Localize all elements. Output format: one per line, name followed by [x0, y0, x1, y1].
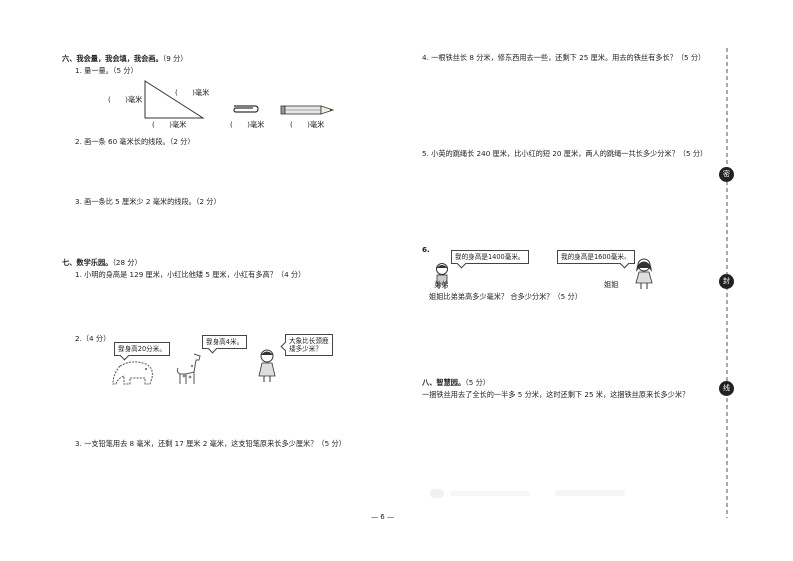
section-6-title-text: 六、我会量，我会填，我会画。	[62, 54, 163, 63]
pencil-blank: ( )毫米	[290, 120, 325, 129]
question-6-1: 1. 量一量。（5 分）	[75, 66, 138, 75]
question-7-3: 3. 一支铅笔用去 8 毫米，还剩 17 厘米 2 毫米，这支铅笔原来长多少厘米…	[75, 439, 346, 448]
sister-name: 姐姐	[604, 280, 619, 289]
girl-bubble-line1: 大象比长颈鹿	[289, 337, 329, 345]
girl-icon	[258, 349, 276, 382]
question-6-question: 姐姐比弟弟高多少毫米？ 合多少分米？（5 分）	[429, 292, 582, 301]
paper-clip-icon	[233, 105, 259, 113]
margin-circle-3-text: 线	[723, 384, 730, 392]
girl-speech-bubble: 大象比长颈鹿 矮多少米？	[285, 334, 333, 357]
seal-line	[726, 48, 728, 518]
margin-circle-3: 线	[719, 381, 734, 396]
giraffe-icon	[176, 353, 201, 384]
page-number: — 6 —	[371, 513, 394, 521]
question-5: 5. 小英的跳绳长 240 厘米，比小红的短 20 厘米，两人的跳绳一共长多少分…	[422, 149, 708, 158]
margin-circle-2: 封	[719, 274, 734, 289]
question-4: 4. 一根铁丝长 8 分米，修东西用去一些，还剩下 25 厘米。用去的铁丝有多长…	[422, 53, 706, 62]
section-7-score: （28 分）	[112, 258, 142, 267]
margin-circle-1: 密	[719, 167, 734, 182]
faint-watermark	[430, 489, 625, 498]
triangle-hyp-blank: ( )毫米	[175, 88, 210, 97]
question-6-3: 3. 画一条比 5 厘米少 2 毫米的线段。（2 分）	[75, 197, 221, 206]
elephant-speech-bubble: 我身高20分米。	[114, 342, 170, 357]
triangle-bottom-blank: ( )毫米	[152, 120, 187, 129]
question-7-2-label: 2.（4 分）	[75, 334, 111, 343]
section-8-title-text: 八、智慧园。	[422, 378, 466, 387]
section-7-title: 七、数学乐园。（28 分）	[62, 259, 142, 266]
question-6-label: 6.	[422, 245, 430, 254]
clip-blank: ( )毫米	[230, 120, 265, 129]
question-6-2: 2. 画一条 60 毫米长的线段。（2 分）	[75, 137, 195, 146]
girl-bubble-line2: 矮多少米？	[289, 345, 322, 354]
question-7-1: 1. 小明的身高是 129 厘米，小红比他矮 5 厘米，小红有多高？（4 分）	[75, 270, 306, 279]
brother-icon	[436, 263, 448, 289]
margin-circle-2-text: 封	[723, 277, 730, 285]
pencil-icon	[280, 105, 335, 115]
elephant-icon	[112, 361, 153, 385]
brother-name: 弟弟	[434, 280, 449, 289]
section-8-score: （5 分）	[465, 378, 490, 387]
sister-speech-bubble: 我的身高是1600毫米。	[557, 250, 635, 265]
sister-icon	[635, 258, 653, 289]
section-7-title-text: 七、数学乐园。	[62, 258, 113, 267]
section-6-title: 六、我会量，我会填，我会画。（9 分）	[62, 55, 187, 62]
question-8: 一捆铁丝用去了全长的一半多 5 分米，这时还剩下 25 米，这捆铁丝原来长多少米…	[422, 390, 690, 399]
margin-circle-1-text: 密	[723, 170, 730, 178]
triangle-left-blank: ( )毫米	[108, 95, 143, 104]
section-6-score: （9 分）	[162, 54, 188, 63]
triangle-figure	[144, 80, 205, 119]
brother-speech-bubble: 我的身高是1400毫米。	[451, 250, 529, 265]
giraffe-speech-bubble: 我身高4米。	[202, 335, 248, 350]
section-8-title: 八、智慧园。（5 分）	[422, 379, 490, 386]
